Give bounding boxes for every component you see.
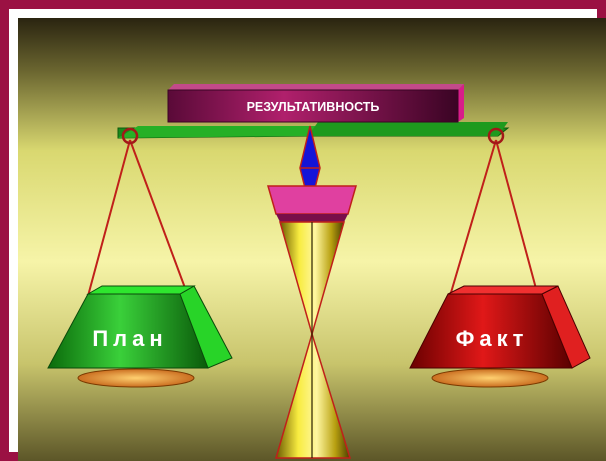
left-pan <box>47 285 233 388</box>
right-pan-strings <box>449 139 539 297</box>
left-hook <box>121 127 139 145</box>
result-label-bar <box>167 84 464 123</box>
right-hook <box>487 127 505 145</box>
scale-column <box>275 221 352 459</box>
scales-diagram: РЕЗУЛЬТАТИВНОСТЬ <box>18 18 606 461</box>
plan-label: План <box>92 326 167 351</box>
balance-beam <box>117 122 510 139</box>
column-cap <box>267 185 357 222</box>
result-label-text: РЕЗУЛЬТАТИВНОСТЬ <box>247 100 380 114</box>
slide-canvas: РЕЗУЛЬТАТИВНОСТЬ <box>18 18 606 461</box>
left-pan-strings <box>87 139 189 297</box>
right-pan <box>409 285 591 388</box>
fact-label: Факт <box>456 326 529 351</box>
